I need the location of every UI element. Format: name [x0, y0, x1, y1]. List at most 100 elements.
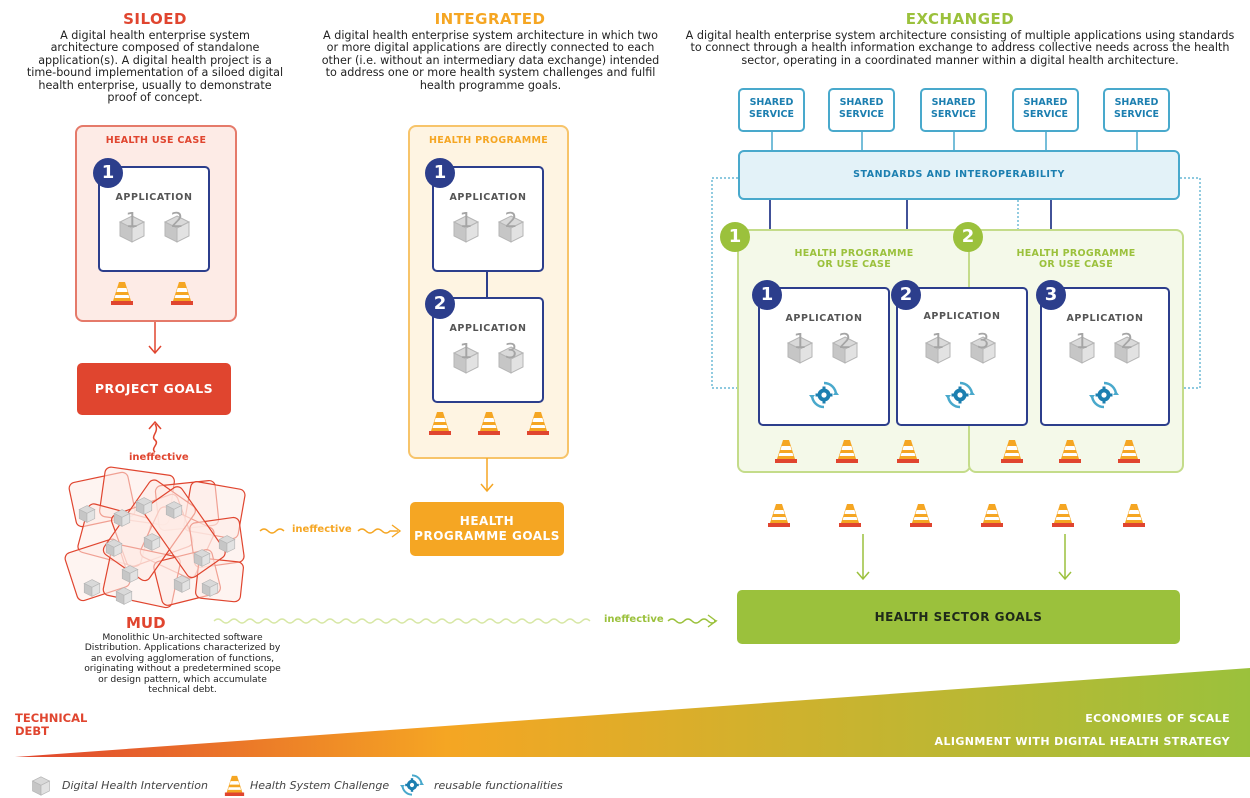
goal-line-2: PROGRAMME GOALS [414, 529, 560, 543]
health-system-challenge-icon [1058, 438, 1082, 464]
application-label: APPLICATION [115, 192, 193, 203]
health-system-challenge-icon [110, 280, 134, 306]
technical-debt-label: TECHNICAL DEBT [15, 712, 87, 738]
programme-label-line-2: OR USE CASE [816, 259, 891, 270]
dhi-number: 2 [170, 208, 184, 232]
shared-label: SHARED [931, 97, 976, 108]
programme-badge: 1 [720, 222, 750, 252]
health-system-challenge-icon [767, 502, 791, 528]
health-system-challenge-icon [526, 410, 550, 436]
health-system-challenge-icon [835, 438, 859, 464]
application-badge: 3 [1036, 280, 1066, 310]
integrated-application-1: APPLICATION 1 2 [432, 166, 544, 272]
siloed-heading: SILOED [123, 10, 187, 28]
service-label: SERVICE [931, 109, 976, 120]
dhi-number: 1 [125, 208, 139, 232]
mud-title: MUD [126, 614, 166, 632]
technical-debt-line-2: DEBT [15, 724, 50, 738]
project-goals: PROJECT GOALS [77, 363, 231, 415]
technical-debt-line-1: TECHNICAL [15, 711, 88, 725]
health-programme-label: HEALTH PROGRAMME OR USE CASE [739, 248, 969, 270]
dhi-number: 3 [504, 339, 518, 363]
goal-line-1: HEALTH [459, 514, 515, 528]
programme-badge: 2 [953, 222, 983, 252]
reusable-functionality-icon [400, 773, 424, 797]
application-badge: 2 [425, 289, 455, 319]
wavy-arrow [259, 524, 402, 538]
direct-connection-line [486, 270, 488, 298]
ineffective-label: ineffective [129, 452, 189, 463]
health-system-challenge-icon [774, 438, 798, 464]
legend-dhi: Digital Health Intervention [62, 779, 208, 792]
health-system-challenge-icon [477, 410, 501, 436]
progression-wedge [15, 668, 1250, 757]
health-system-challenge-icon [224, 774, 245, 797]
arrow-down-icon [856, 534, 870, 581]
legend-reusable: reusable functionalities [434, 779, 563, 792]
service-label: SERVICE [839, 109, 884, 120]
exchanged-application-2: APPLICATION 1 3 [896, 287, 1028, 426]
application-label: APPLICATION [449, 323, 527, 334]
dhi-number: 1 [931, 329, 945, 353]
mud-tangle [64, 466, 246, 609]
health-system-challenge-icon [428, 410, 452, 436]
alignment-label: ALIGNMENT WITH DIGITAL HEALTH STRATEGY [934, 735, 1230, 748]
programme-label-line-1: HEALTH PROGRAMME [794, 248, 914, 259]
dhi-number: 1 [459, 339, 473, 363]
integrated-description: A digital health enterprise system archi… [321, 29, 660, 92]
dhi-number: 1 [793, 329, 807, 353]
dhi-number: 2 [838, 329, 852, 353]
application-badge: 1 [425, 158, 455, 188]
shared-label: SHARED [749, 97, 794, 108]
arrow-up-icon [148, 420, 162, 453]
ineffective-label: ineffective [292, 524, 352, 535]
application-label: APPLICATION [785, 313, 863, 324]
mud-description: Monolithic Un-architected software Distr… [84, 632, 281, 696]
arrow-down-icon [148, 322, 162, 355]
ineffective-label: ineffective [604, 614, 664, 625]
health-system-challenge-icon [170, 280, 194, 306]
health-system-challenge-icon [896, 438, 920, 464]
wavy-arrow [213, 614, 718, 628]
health-use-case-label: HEALTH USE CASE [105, 135, 207, 146]
exchanged-heading: EXCHANGED [905, 10, 1015, 28]
health-sector-goals: HEALTH SECTOR GOALS [737, 590, 1180, 644]
shared-label: SHARED [1114, 97, 1159, 108]
exchanged-description: A digital health enterprise system archi… [685, 29, 1235, 67]
health-programme-label: HEALTH PROGRAMME [428, 135, 549, 146]
integrated-heading: INTEGRATED [434, 10, 546, 28]
ineffective-label-bg [595, 610, 665, 630]
exchanged-application-1: APPLICATION 1 2 [758, 287, 890, 426]
shared-label: SHARED [839, 97, 884, 108]
health-programme-goals: HEALTH PROGRAMME GOALS [410, 502, 564, 556]
shared-label: SHARED [1023, 97, 1068, 108]
dhi-number: 1 [1075, 329, 1089, 353]
digital-health-intervention-icon [30, 774, 52, 798]
service-label: SERVICE [1023, 109, 1068, 120]
health-system-challenge-icon [909, 502, 933, 528]
programme-label-line-2: OR USE CASE [1038, 259, 1113, 270]
reusable-functionality-icon [809, 380, 839, 410]
integrated-application-2: APPLICATION 1 3 [432, 297, 544, 403]
reusable-functionality-icon [1089, 380, 1119, 410]
programme-label-line-1: HEALTH PROGRAMME [1016, 248, 1136, 259]
health-system-challenge-icon [1117, 438, 1141, 464]
dhi-number: 3 [976, 329, 990, 353]
exchanged-application-3: APPLICATION 1 2 [1040, 287, 1170, 426]
application-label: APPLICATION [1066, 313, 1144, 324]
arrow-down-icon [1058, 534, 1072, 581]
health-programme-label: HEALTH PROGRAMME OR USE CASE [970, 248, 1182, 270]
siloed-description: A digital health enterprise system archi… [26, 29, 284, 105]
service-label: SERVICE [749, 109, 794, 120]
dhi-number: 2 [1120, 329, 1134, 353]
standards-and-interoperability: STANDARDS AND INTEROPERABILITY [738, 150, 1180, 200]
reusable-functionality-icon [945, 380, 975, 410]
application-badge: 2 [891, 280, 921, 310]
application-label: APPLICATION [449, 192, 527, 203]
application-badge: 1 [93, 158, 123, 188]
economies-of-scale-label: ECONOMIES OF SCALE [1085, 712, 1230, 725]
